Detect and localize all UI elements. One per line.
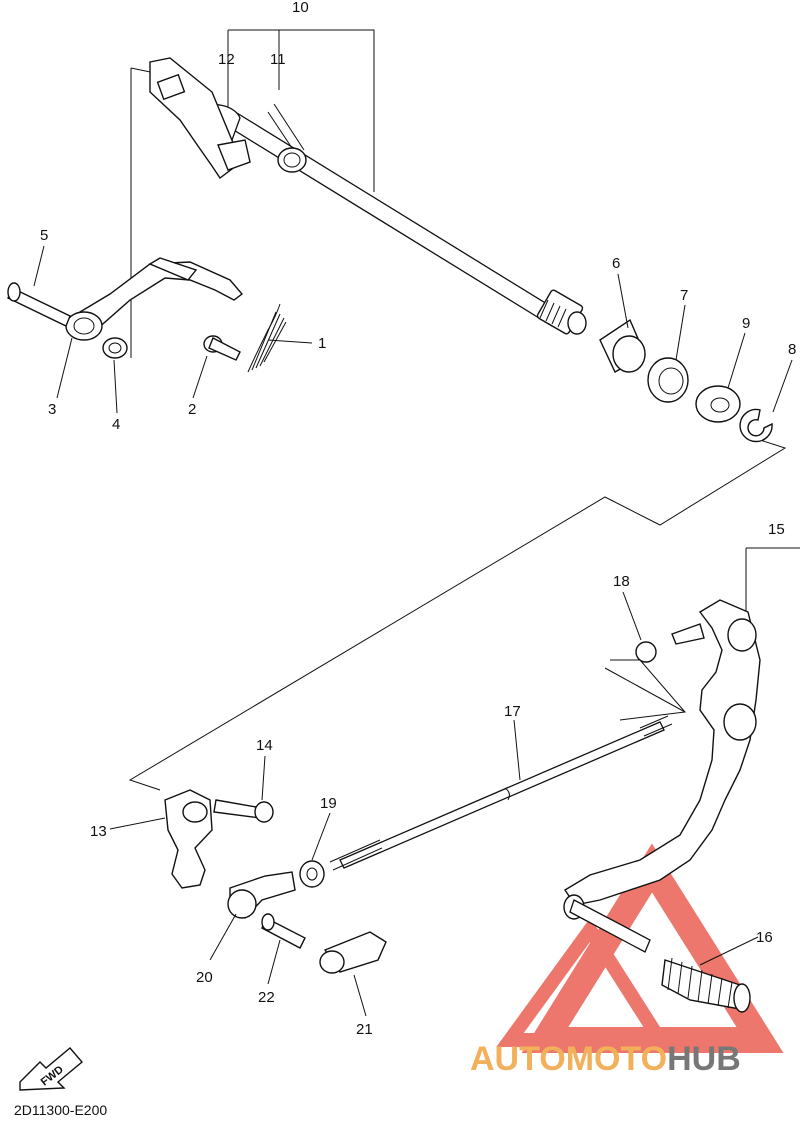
leader-lines xyxy=(33,245,793,1017)
callout-20: 20 xyxy=(196,969,213,986)
callout-15: 15 xyxy=(768,521,785,538)
callout-8: 8 xyxy=(788,341,796,358)
callout-19: 19 xyxy=(320,795,337,812)
frame-lines xyxy=(128,29,800,791)
callout-labels: 1 2 3 4 5 6 7 8 9 10 11 12 13 14 15 16 1… xyxy=(40,0,796,1038)
callout-9: 9 xyxy=(742,315,750,332)
callout-2: 2 xyxy=(188,401,196,418)
callout-14: 14 xyxy=(256,737,273,754)
callout-16: 16 xyxy=(756,929,773,946)
callout-3: 3 xyxy=(48,401,56,418)
callout-21: 21 xyxy=(356,1021,373,1038)
watermark-text: AUTOMOTOHUB xyxy=(470,1040,741,1078)
callout-17: 17 xyxy=(504,703,521,720)
callout-13: 13 xyxy=(90,823,107,840)
svg-text:AUTOMOTOHUB: AUTOMOTOHUB xyxy=(470,1040,741,1078)
diagram-code: 2D11300-E200 xyxy=(14,1102,108,1118)
callout-5: 5 xyxy=(40,227,48,244)
callout-12: 12 xyxy=(218,51,235,68)
shaft-end-parts xyxy=(599,318,773,443)
callout-6: 6 xyxy=(612,255,620,272)
watermark-logo xyxy=(496,843,784,1053)
callout-1: 1 xyxy=(318,335,326,352)
callout-7: 7 xyxy=(680,287,688,304)
return-spring xyxy=(203,303,287,373)
fwd-arrow-icon: FWD xyxy=(19,1047,83,1091)
lower-linkage xyxy=(164,715,673,974)
callout-18: 18 xyxy=(613,573,630,590)
watermark-part3: HUB xyxy=(667,1040,741,1078)
callout-4: 4 xyxy=(112,416,120,433)
watermark-part1: AUTO xyxy=(470,1040,566,1078)
shift-pedal xyxy=(563,599,761,1013)
watermark-part2: MOTO xyxy=(566,1040,667,1078)
callout-22: 22 xyxy=(258,989,275,1006)
shift-arm-assembly xyxy=(7,257,244,359)
callout-10: 10 xyxy=(292,0,309,16)
shift-shaft xyxy=(149,57,587,335)
callout-11: 11 xyxy=(270,51,286,68)
